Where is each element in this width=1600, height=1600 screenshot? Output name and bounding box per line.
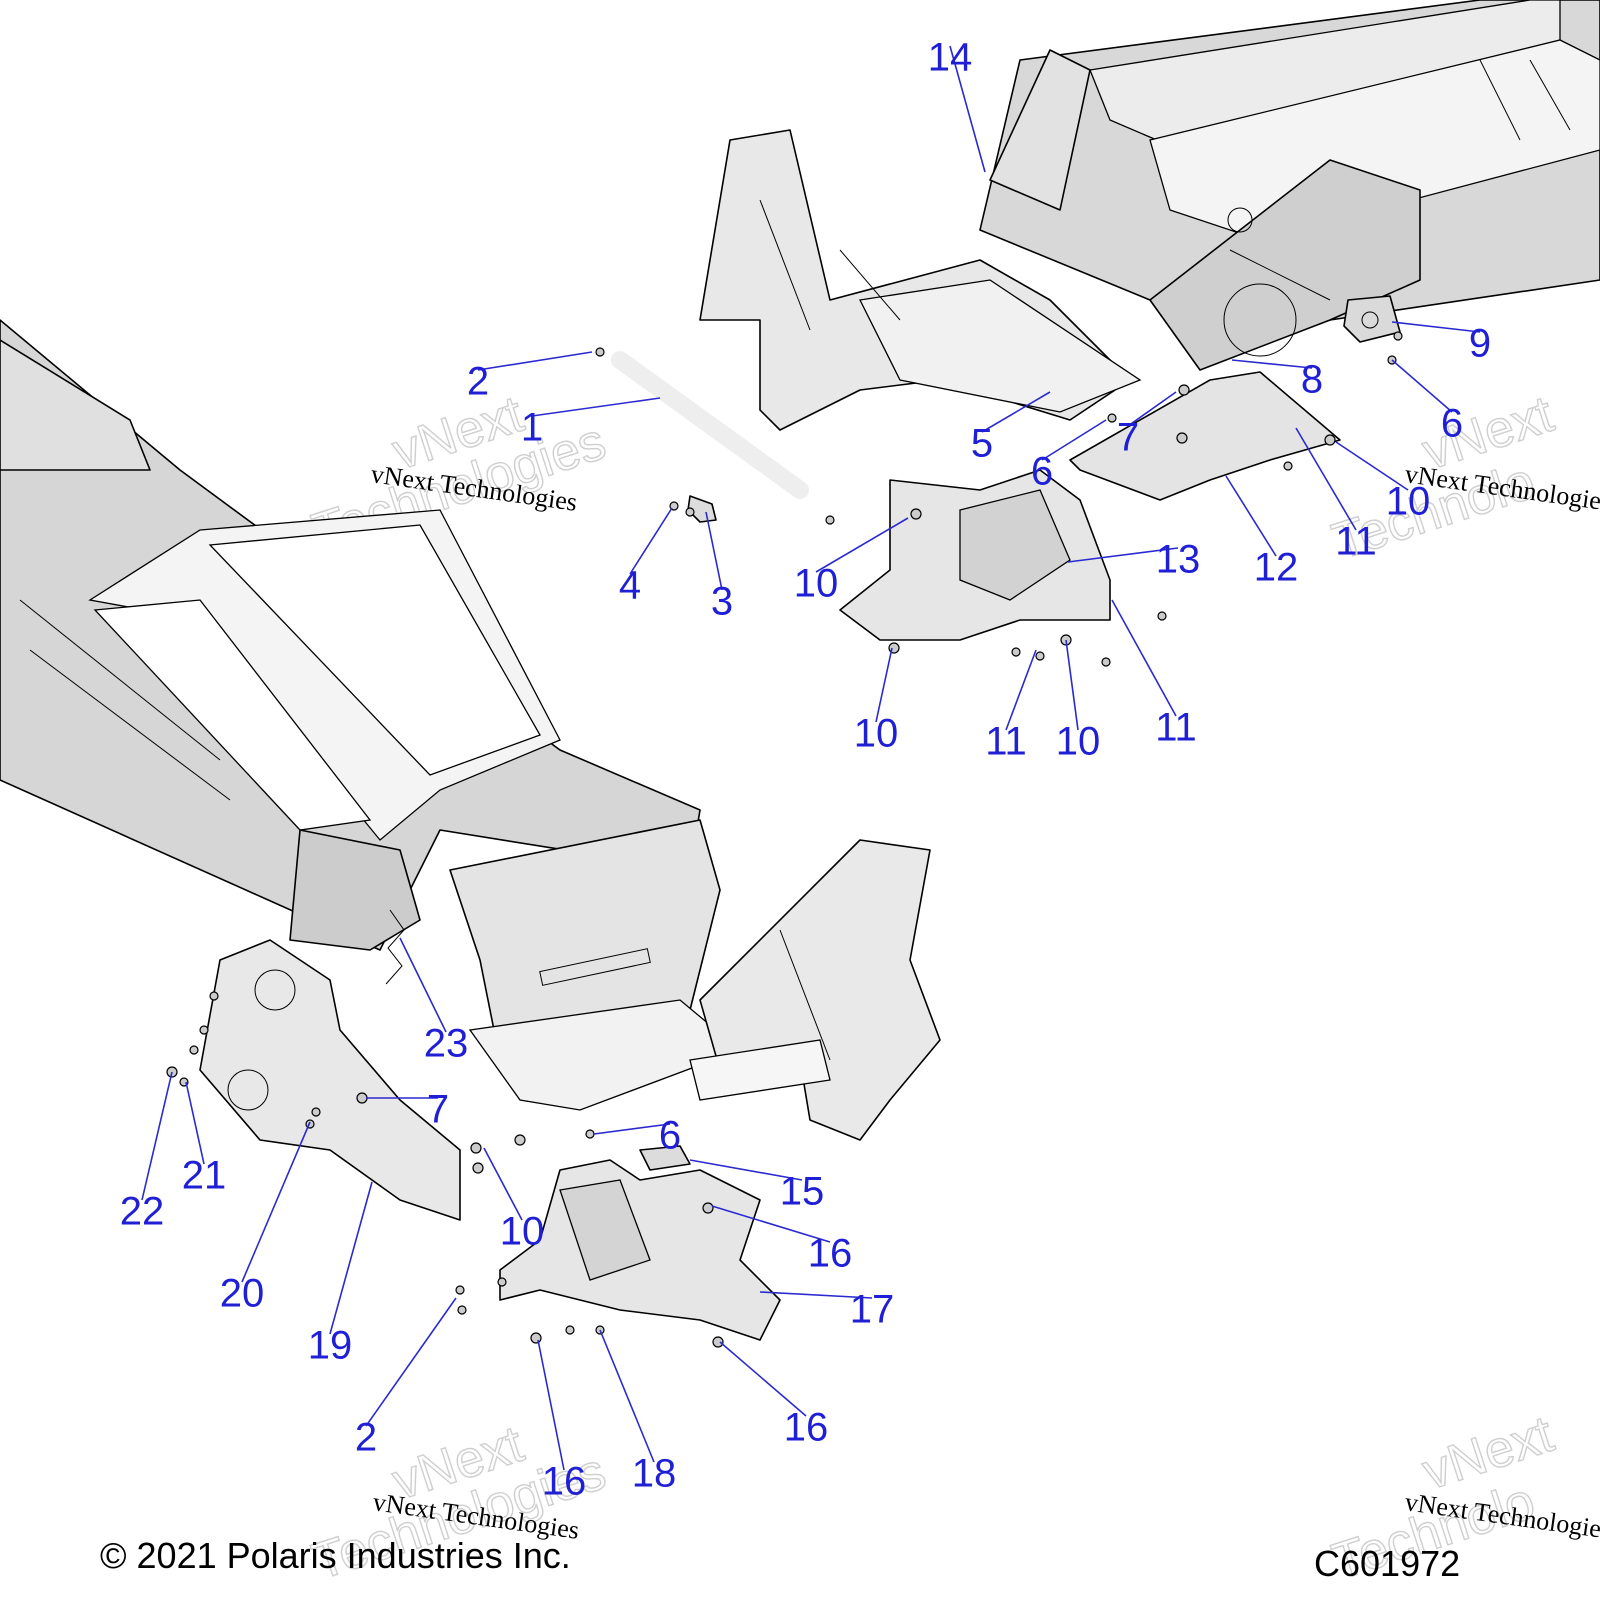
drawing-code: C601972 [1314,1543,1460,1584]
callout-number: 6 [1031,450,1053,494]
leader-line [329,1181,373,1335]
callout-number: 2 [467,360,489,404]
callout-number: 14 [928,36,973,80]
callout-number: 5 [971,422,993,466]
leader-line [185,1081,205,1165]
callout-number: 10 [500,1210,545,1254]
leader-line [949,45,986,173]
callout-number: 9 [1469,322,1491,366]
copyright-text: © 2021 Polaris Industries Inc. [100,1535,571,1576]
callout-number: 7 [427,1088,449,1132]
callout-number: 16 [784,1406,829,1450]
leader-line [689,1159,803,1181]
leader-line [1041,419,1107,461]
leader-line [599,1329,655,1463]
leader-line [759,1291,873,1299]
callout-number: 16 [808,1232,853,1276]
leader-line [593,1123,671,1135]
leader-line [1127,391,1177,427]
leader-line [1231,359,1313,369]
leader-line [1295,427,1357,531]
callout-number: 6 [1441,402,1463,446]
leader-line [141,1071,173,1201]
leader-line [1111,599,1177,717]
callout-number: 11 [985,720,1027,764]
lower-frame-assembly [0,319,941,1141]
leader-line [531,397,661,417]
leader-line [1225,475,1277,557]
fasteners [166,331,1403,1348]
callout-number: 20 [220,1272,265,1316]
callout-number: 11 [1155,706,1197,750]
leader-line [705,511,723,591]
leader-line [483,1147,523,1221]
callout-number: 12 [1254,546,1299,590]
leader-line [1065,639,1079,731]
callout-number: 4 [619,564,641,608]
leader-line [365,1297,457,1427]
leader-line [1067,547,1179,563]
leader-line [711,1205,831,1243]
callout-number: 13 [1156,538,1201,582]
leader-line [537,1339,565,1471]
callout-number: 15 [780,1170,825,1214]
leader-line [629,507,673,575]
callout-number: 2 [355,1416,377,1460]
callout-number: 7 [1117,416,1139,460]
leader-line [815,517,909,573]
callout-number: 22 [120,1190,165,1234]
leader-line [1005,649,1037,731]
leader-line [1391,321,1481,333]
callout-number: 6 [659,1114,681,1158]
callout-number: 8 [1301,358,1323,402]
callout-number: 11 [1335,520,1377,564]
leader-line [399,937,447,1033]
leader-line [875,647,893,723]
callout-number: 1 [521,406,543,450]
leader-line [719,1341,807,1417]
leader-line [241,1121,311,1283]
callout-number: 16 [542,1460,587,1504]
leader-line [1391,359,1453,413]
callout-number: 10 [1056,720,1101,764]
callout-number: 18 [632,1452,677,1496]
leader-line [1335,441,1409,491]
callout-number: 10 [854,712,899,756]
callout-number: 17 [850,1288,895,1332]
callout-number: 23 [424,1022,469,1066]
callout-number: 3 [711,580,733,624]
leader-line [981,391,1051,433]
upper-frame-assembly [699,0,1600,431]
callout-number: 21 [182,1154,227,1198]
callout-number: 19 [308,1324,353,1368]
leader-line [477,351,593,371]
callout-leaders [141,45,1481,1471]
callout-number: 10 [794,562,839,606]
callout-number: 10 [1386,480,1431,524]
